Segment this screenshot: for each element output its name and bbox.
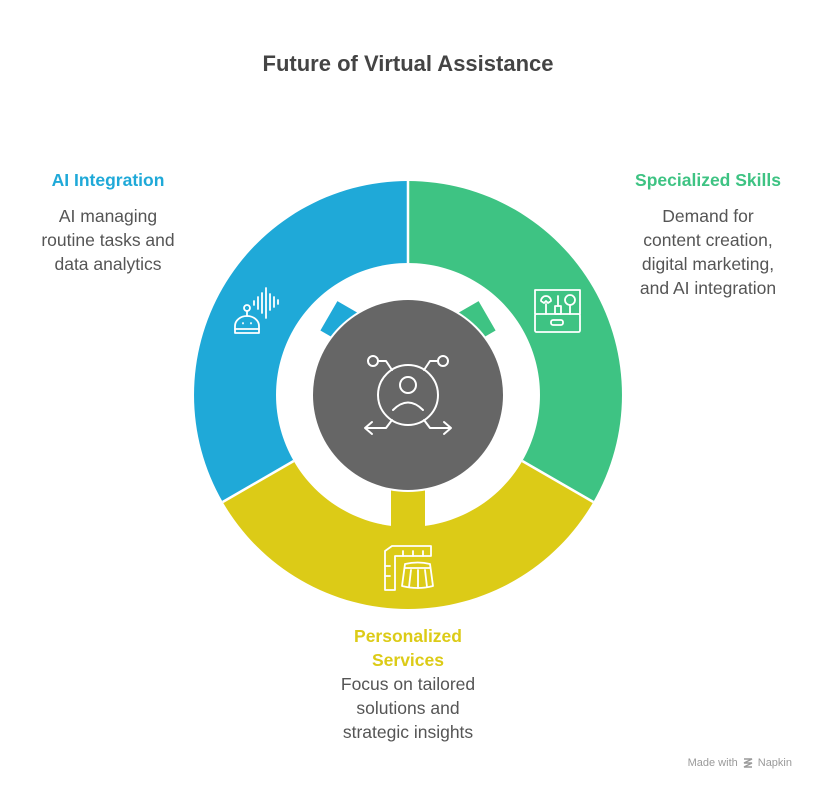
made-with-napkin-badge[interactable]: Made with Napkin: [688, 757, 792, 769]
napkin-brand-label: Napkin: [757, 757, 792, 769]
heading-specialized-skills: Specialized Skills: [635, 170, 781, 190]
description-line: strategic insights: [342, 722, 474, 742]
description-line: routine tasks and: [41, 230, 175, 250]
description-line: data analytics: [54, 254, 162, 274]
description-line: AI managing: [58, 206, 158, 226]
robot-voice-icon: [234, 287, 279, 334]
description-personalized-services: Focus on tailored solutions and strategi…: [310, 672, 506, 744]
heading-line: Services: [371, 650, 444, 670]
heading-personalized-services: Personalized Services: [310, 624, 506, 672]
made-with-label: Made with: [687, 757, 738, 769]
description-ai-integration: AI managing routine tasks and data analy…: [18, 204, 198, 276]
tailoring-skirt-icon: [384, 545, 434, 591]
description-line: digital marketing,: [641, 254, 775, 274]
text-block-specialized-skills: Specialized Skills Demand for content cr…: [612, 168, 804, 300]
text-block-ai-integration: AI Integration AI managing routine tasks…: [18, 168, 198, 276]
toolbox-icon: [534, 289, 581, 333]
description-specialized-skills: Demand for content creation, digital mar…: [612, 204, 804, 300]
user-hub-arrows-icon: [364, 355, 452, 435]
center-hub: [313, 300, 503, 490]
description-line: content creation,: [643, 230, 773, 250]
text-block-personalized-services: Personalized Services Focus on tailored …: [310, 624, 506, 744]
description-line: Focus on tailored: [340, 674, 476, 694]
page-title: Future of Virtual Assistance: [262, 51, 554, 76]
description-line: and AI integration: [639, 278, 777, 298]
description-line: solutions and: [356, 698, 460, 718]
description-line: Demand for: [662, 206, 754, 226]
heading-ai-integration: AI Integration: [51, 170, 165, 190]
napkin-logo-icon: [743, 758, 753, 768]
heading-line: Personalized: [354, 626, 462, 646]
